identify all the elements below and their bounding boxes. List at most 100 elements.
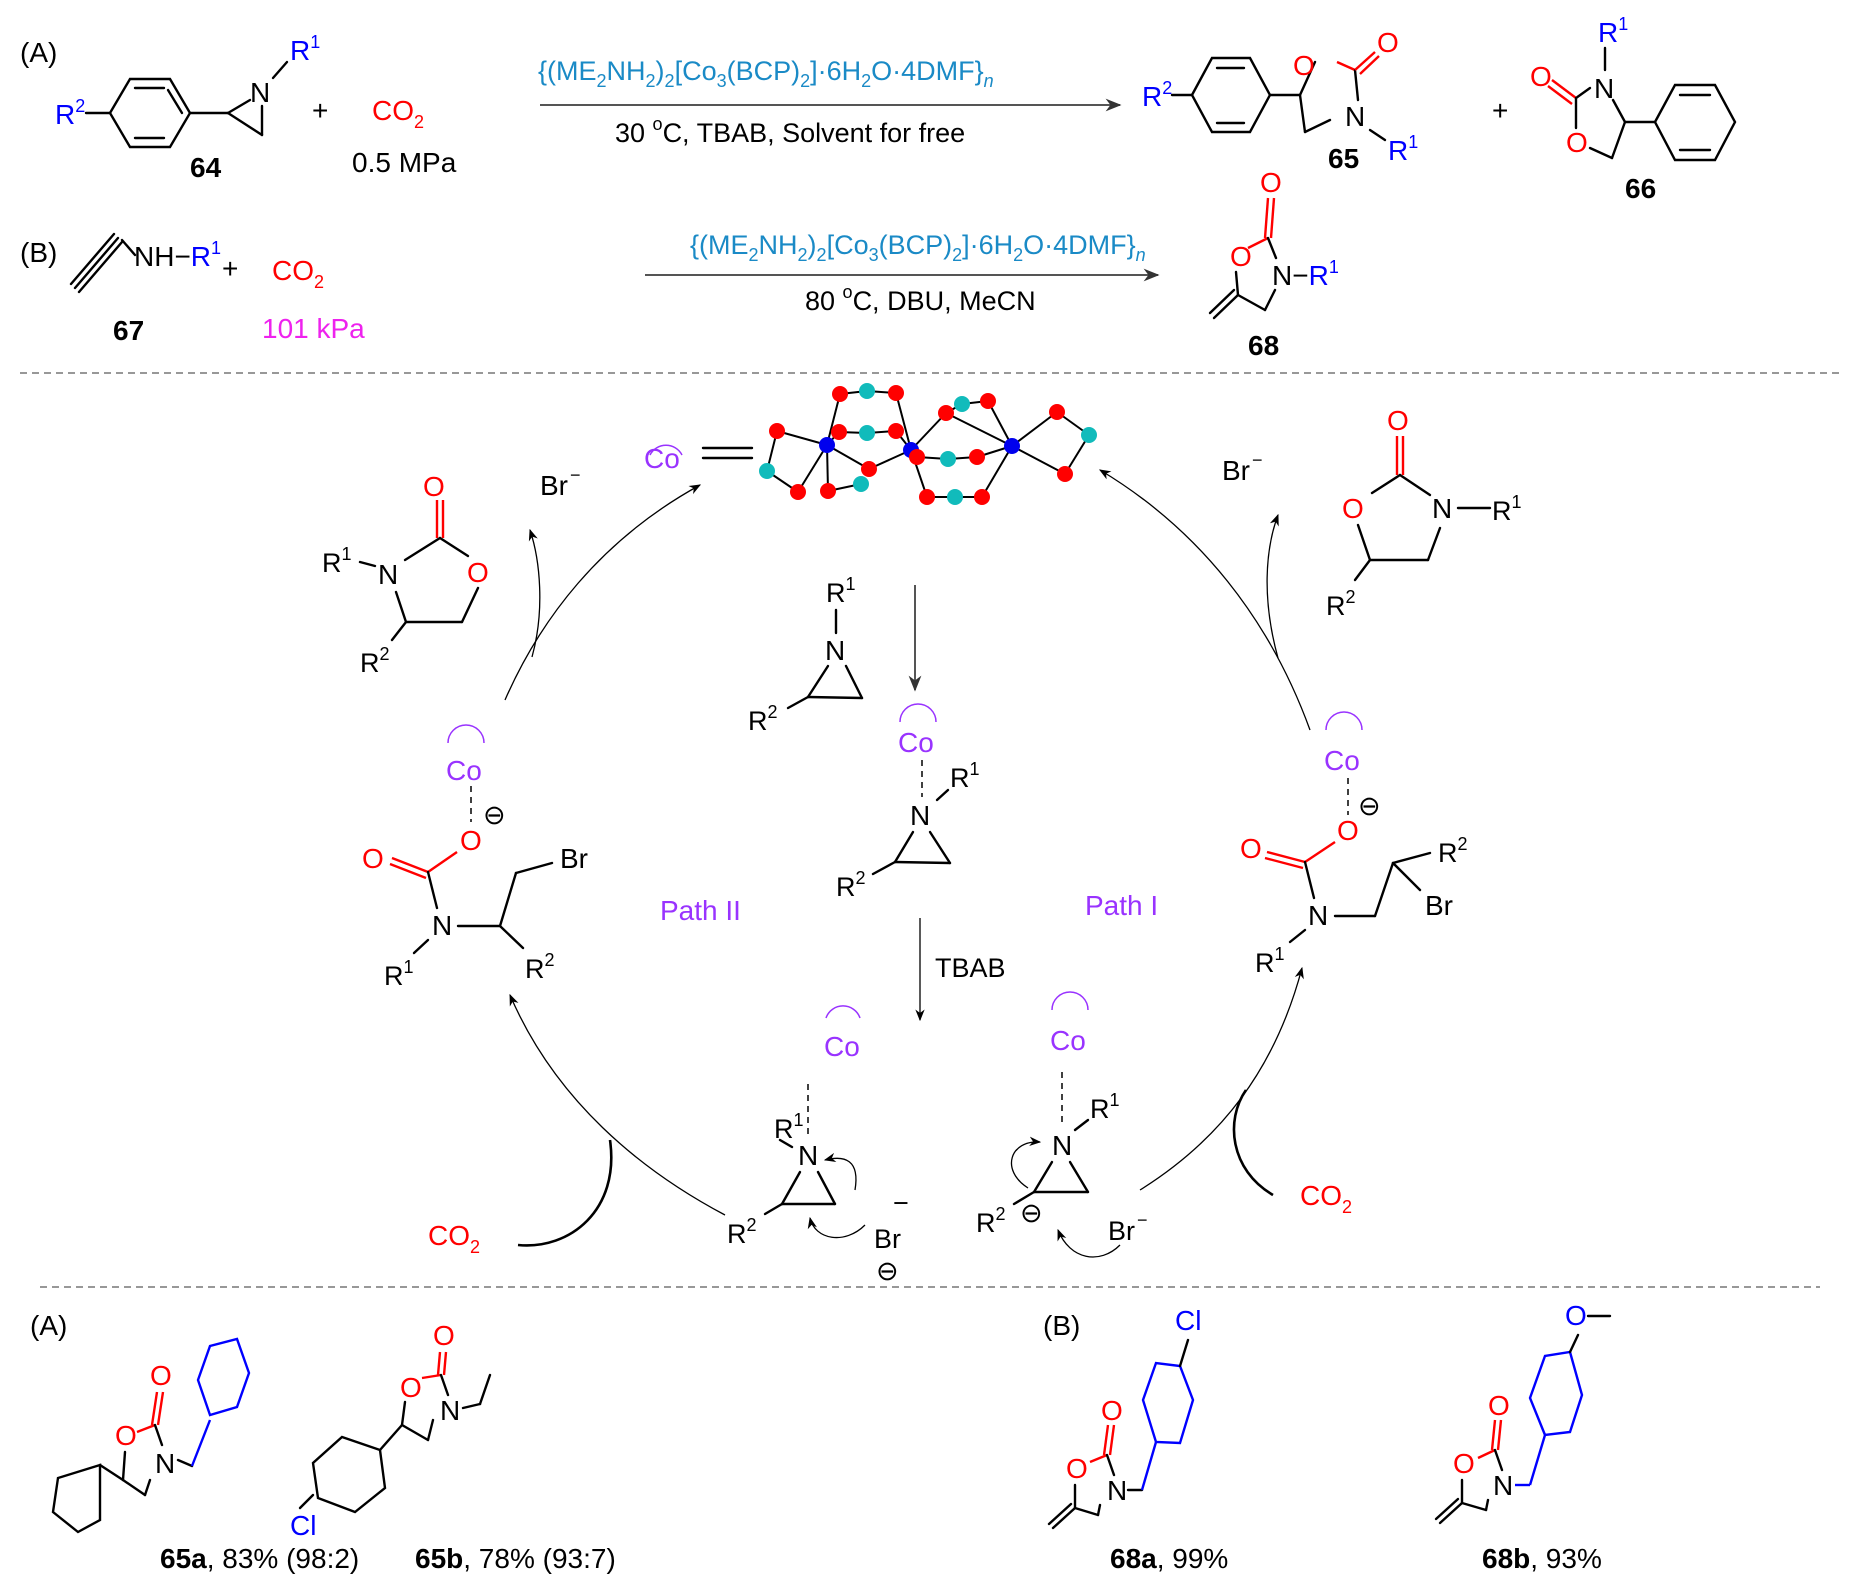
cobalt-label: Co bbox=[898, 727, 934, 758]
product-66: R1 N O O 66 bbox=[1530, 14, 1737, 204]
plus-sign: + bbox=[1492, 95, 1508, 126]
mof-carbon-atom bbox=[947, 489, 963, 505]
ring-nitrogen: N bbox=[1432, 493, 1452, 524]
r2-label: R2 bbox=[976, 1204, 1006, 1238]
reaction-arrow-a: {(ME2NH2)2[Co3(BCP)2]·6H2O·4DMF}n 30 oC,… bbox=[538, 56, 1122, 148]
scheme-a: (A) R2 N R1 64 + CO2 0.5 MPa {(ME2NH2) bbox=[20, 14, 1737, 204]
mof-carbon-atom bbox=[954, 396, 970, 412]
r2-label: R2 bbox=[748, 702, 778, 736]
compound-number: 67 bbox=[113, 315, 144, 346]
mof-carbon-atom bbox=[759, 463, 775, 479]
carbonyl-oxygen: O bbox=[150, 1360, 172, 1391]
bromide-released-right: Br− bbox=[1222, 450, 1263, 486]
plus-sign: + bbox=[222, 253, 238, 284]
path-i-carbamate-intermediate: Co ⊖ O O N R2 Br R1 bbox=[1240, 711, 1468, 978]
co2-input-left: CO2 bbox=[428, 1220, 480, 1257]
ring-nitrogen: N−R1 bbox=[1272, 257, 1339, 291]
ring-nitrogen: N bbox=[1107, 1475, 1127, 1506]
co2-label: CO2 bbox=[372, 95, 424, 132]
r2-label: R2 bbox=[727, 1215, 757, 1249]
negative-charge: ⊖ bbox=[1358, 791, 1381, 821]
bromine: Br bbox=[560, 843, 588, 874]
bromide: Br bbox=[874, 1224, 901, 1254]
co2-joining-arrow-left bbox=[517, 1139, 613, 1247]
mof-bond bbox=[910, 412, 947, 451]
mof-oxygen-atom bbox=[969, 449, 985, 465]
mof-carbon-atom bbox=[859, 383, 875, 399]
cobalt-label: Co bbox=[1050, 1025, 1086, 1056]
negative-charge: ⊖ bbox=[876, 1256, 899, 1286]
mof-oxygen-atom bbox=[888, 423, 904, 439]
mof-oxygen-atom bbox=[938, 405, 954, 421]
path-ii-label: Path II bbox=[660, 895, 741, 926]
aziridine-nitrogen: N bbox=[825, 635, 845, 666]
mof-oxygen-atom bbox=[1057, 466, 1073, 482]
co2-joining-arrow-right bbox=[1232, 1089, 1274, 1197]
co2-label: CO2 bbox=[272, 255, 324, 292]
mof-bond bbox=[1011, 445, 1066, 475]
r2-label: R2 bbox=[1142, 78, 1172, 112]
nitrogen: N bbox=[1308, 900, 1328, 931]
mof-oxygen-atom bbox=[1049, 404, 1065, 420]
ring-oxygen: O bbox=[115, 1420, 137, 1451]
carboxylate-oxygen: O bbox=[1337, 815, 1359, 846]
r1-label: R1 bbox=[774, 1110, 804, 1144]
r1-label: R1 bbox=[1255, 944, 1285, 978]
ring-oxygen: O bbox=[400, 1372, 422, 1403]
examples-section: (A) (B) O O N 65a, 83% (98:2) O bbox=[30, 1300, 1612, 1574]
cobalt-node-top: Co bbox=[644, 443, 754, 474]
plus-sign: + bbox=[312, 95, 328, 126]
example-caption: 65b, 78% (93:7) bbox=[415, 1543, 616, 1574]
cycle-arrow-co2-insertion-left bbox=[509, 993, 726, 1216]
negative-charge: ⊖ bbox=[483, 800, 506, 830]
r2-label: R2 bbox=[836, 868, 866, 902]
path-ii-carbamate-intermediate: Co ⊖ O O N Br R2 R1 bbox=[362, 724, 588, 991]
ring-oxygen: O bbox=[1342, 493, 1364, 524]
bromide-charge: − bbox=[893, 1188, 909, 1218]
compound-number: 68 bbox=[1248, 330, 1279, 361]
co-coordinated-aziridine: Co N R1 R2 bbox=[836, 703, 980, 902]
example-caption: 65a, 83% (98:2) bbox=[160, 1543, 359, 1574]
r2-label: R2 bbox=[1326, 587, 1356, 621]
ring-oxygen: O bbox=[1293, 50, 1315, 81]
ring-oxygen: O bbox=[1066, 1453, 1088, 1484]
cycle-arrow-regeneration-left bbox=[504, 484, 702, 701]
product-release-arrow-left bbox=[528, 528, 541, 658]
example-caption: 68a, 99% bbox=[1110, 1543, 1228, 1574]
mof-cobalt-atom bbox=[819, 437, 835, 453]
carbonyl-oxygen: O bbox=[1101, 1395, 1123, 1426]
chloro-substituent: Cl bbox=[290, 1510, 316, 1541]
carbonyl-oxygen: O bbox=[1260, 167, 1282, 198]
mof-oxygen-atom bbox=[769, 423, 785, 439]
co2-pressure: 101 kPa bbox=[262, 313, 365, 344]
cobalt-label: Co bbox=[1324, 745, 1360, 776]
carbonyl-oxygen: O bbox=[1240, 833, 1262, 864]
aziridine-n: N bbox=[250, 77, 270, 108]
r2-label: R2 bbox=[525, 950, 555, 984]
bromide: Br− bbox=[1108, 1210, 1148, 1246]
r1-label: R1 bbox=[1388, 132, 1418, 166]
mof-bond bbox=[1011, 411, 1058, 447]
path-i-ring-opening: Co N R1 R2 ⊖ Br− bbox=[976, 991, 1148, 1258]
example-65b: O O N Cl 65b, 78% (93:7) bbox=[290, 1320, 616, 1574]
catalyst-formula: {(ME2NH2)2[Co3(BCP)2]·6H2O·4DMF}n bbox=[538, 56, 994, 91]
cycle-arrow-co2-insertion-right bbox=[1139, 966, 1304, 1191]
reaction-arrow-b: {(ME2NH2)2[Co3(BCP)2]·6H2O·4DMF}n 80 oC,… bbox=[645, 230, 1160, 316]
r1-label: R1 bbox=[322, 544, 352, 578]
scheme-b-label: (B) bbox=[20, 237, 57, 268]
r1-label: R1 bbox=[384, 957, 414, 991]
aziridine-nitrogen: N bbox=[1052, 1130, 1072, 1161]
cobalt-label: Co bbox=[644, 443, 680, 474]
mof-oxygen-atom bbox=[909, 449, 925, 465]
aziridine-nitrogen: N bbox=[910, 800, 930, 831]
product-68: O O N−R1 68 bbox=[1208, 167, 1339, 361]
co-coordination-arc bbox=[649, 444, 683, 456]
examples-b-label: (B) bbox=[1043, 1310, 1080, 1341]
ring-nitrogen: N bbox=[1594, 73, 1614, 104]
mof-oxygen-atom bbox=[790, 484, 806, 500]
co2-reagent-a: CO2 0.5 MPa bbox=[352, 95, 457, 178]
ring-nitrogen: N bbox=[1493, 1470, 1513, 1501]
product-release-arrow-right bbox=[1266, 513, 1279, 659]
carbonyl-oxygen: O bbox=[1530, 61, 1552, 92]
